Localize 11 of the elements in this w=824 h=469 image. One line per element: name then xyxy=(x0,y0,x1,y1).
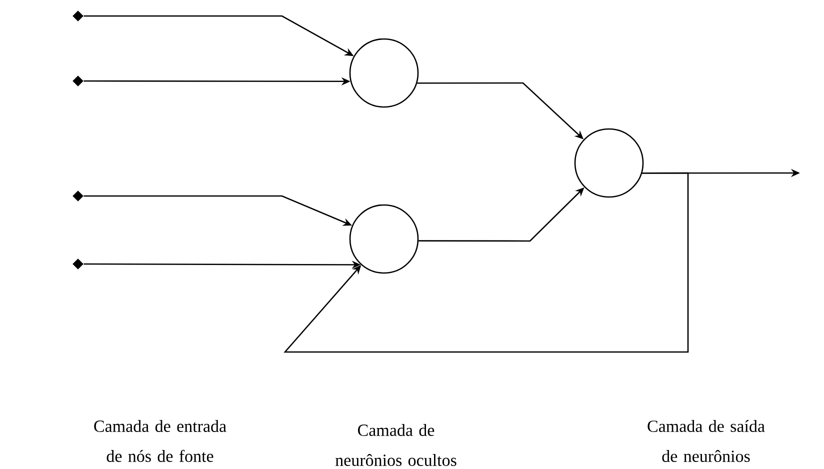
neuron-circle xyxy=(349,204,419,274)
neuron-circle xyxy=(574,128,644,198)
input-diamond xyxy=(72,10,84,22)
input-diamond xyxy=(72,190,84,202)
layer-label: Camada de neurônios ocultos xyxy=(336,424,456,466)
input-diamond xyxy=(72,258,84,270)
neuron-circle xyxy=(349,38,419,108)
layer-label: Camada de entrada de nós de fonte xyxy=(94,420,226,462)
input-diamond xyxy=(72,76,84,86)
layer-label: Camada de saída de neurônios xyxy=(648,420,765,462)
arrow xyxy=(284,172,689,353)
